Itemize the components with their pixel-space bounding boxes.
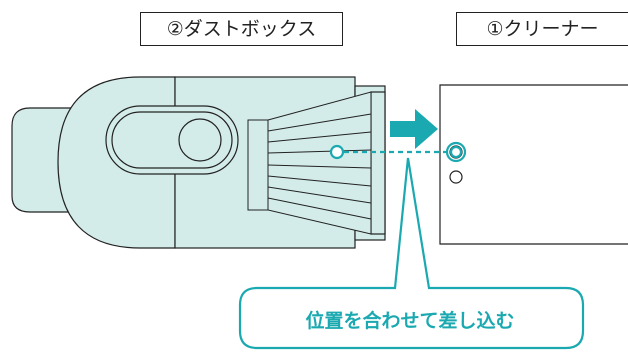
- dust-box-handle: [11, 107, 73, 213]
- pleated-filter: [247, 91, 372, 235]
- callout-text: 位置を合わせて差し込む: [305, 310, 515, 332]
- cleaner-alignment-mark-inner: [449, 145, 463, 159]
- cleaner-socket-lower: [449, 170, 463, 184]
- dust-box-filter-inner: [370, 91, 386, 235]
- cleaner-alignment-mark-outer: [445, 141, 467, 163]
- dust-box-window: [105, 105, 239, 175]
- window-knob: [178, 118, 222, 162]
- cleaner-label: ①クリーナー: [456, 12, 628, 46]
- alignment-guide: [329, 141, 467, 163]
- insert-arrow-icon: [390, 109, 438, 149]
- callout-bubble: [238, 157, 585, 350]
- cleaner-body: [439, 84, 628, 245]
- dust-box-label: ②ダストボックス: [140, 12, 343, 46]
- dust-box-alignment-mark: [329, 144, 345, 160]
